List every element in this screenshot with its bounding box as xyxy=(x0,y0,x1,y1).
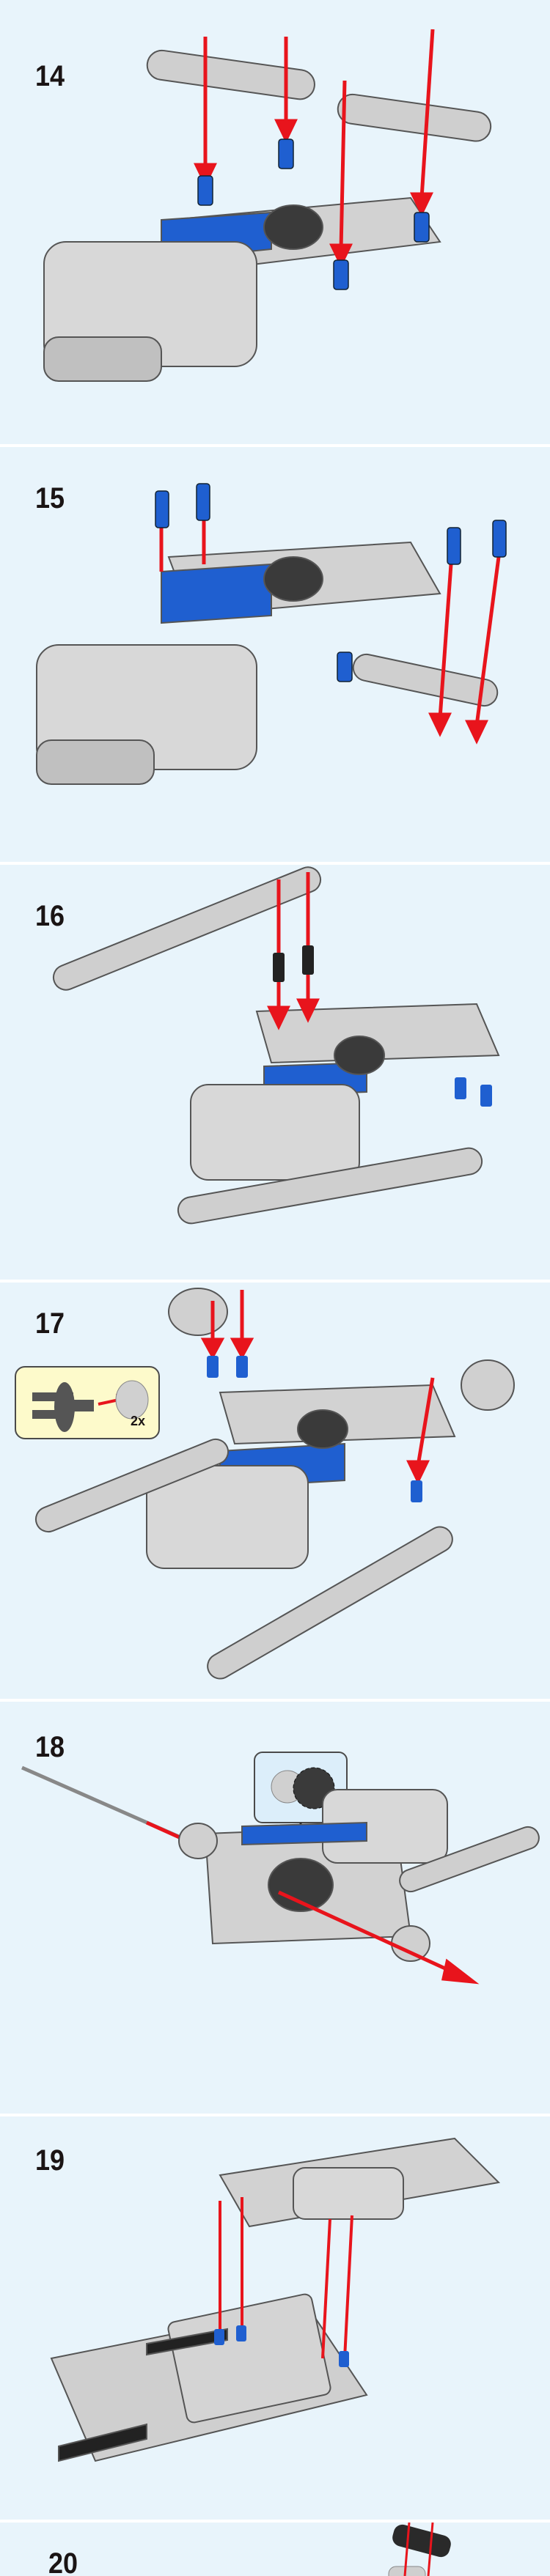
step-16-panel: 16 xyxy=(0,865,550,1280)
step-number: 16 xyxy=(35,900,65,932)
step-number: 18 xyxy=(35,1731,65,1763)
assembly-callout: 2x xyxy=(15,1366,160,1439)
step-20-panel: 20 xyxy=(0,2523,550,2576)
gear-icon xyxy=(271,1767,335,1809)
step-16-illustration xyxy=(52,866,500,1225)
step-14-illustration xyxy=(43,29,492,382)
step-20-illustration xyxy=(388,2523,451,2576)
step-18-panel: 18 xyxy=(0,1702,550,2114)
step-14-panel: 14 xyxy=(0,0,550,444)
step-19-illustration xyxy=(50,2137,501,2462)
step-number: 15 xyxy=(35,482,65,514)
hub-assembly-icon xyxy=(32,1380,149,1432)
step-number: 14 xyxy=(35,60,65,92)
quantity-label: 2x xyxy=(130,1414,145,1428)
step-number: 20 xyxy=(48,2547,78,2576)
step-19-panel: 19 xyxy=(0,2116,550,2520)
step-17-panel: 17 2x xyxy=(0,1283,550,1699)
step-17-illustration xyxy=(34,1288,515,1680)
step-15-panel: 15 xyxy=(0,447,550,862)
step-number: 17 xyxy=(35,1307,65,1340)
gear-callout xyxy=(254,1752,348,1823)
step-15-illustration xyxy=(36,483,507,785)
step-number: 19 xyxy=(35,2144,65,2177)
